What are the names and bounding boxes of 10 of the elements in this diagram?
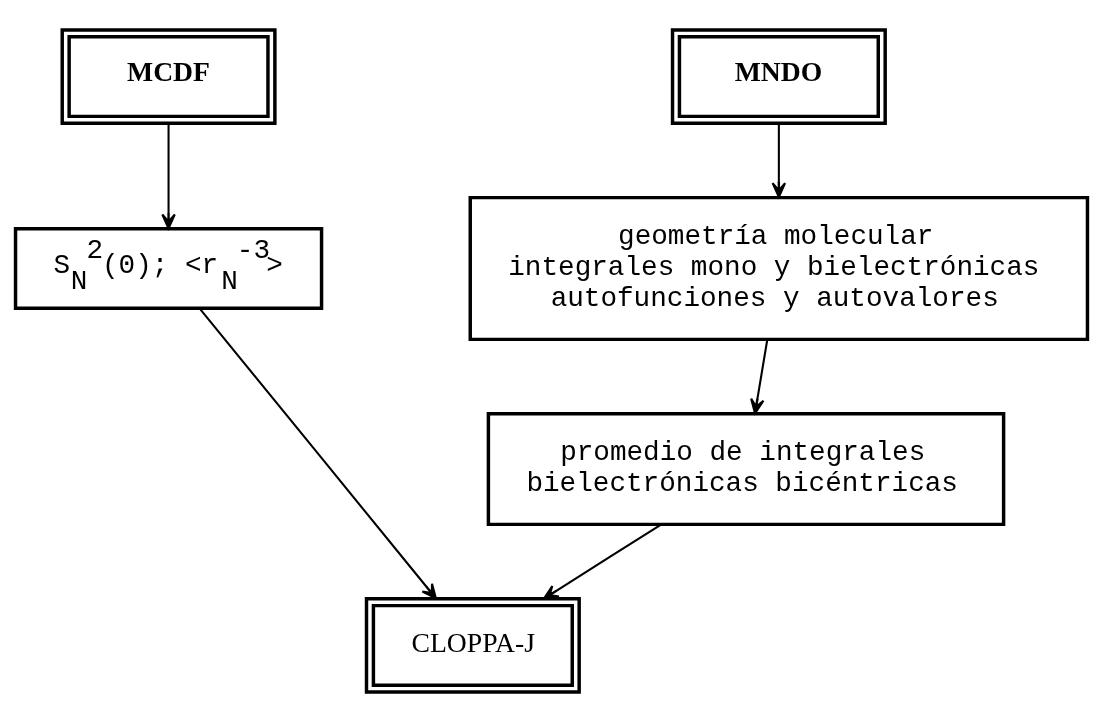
arrow <box>199 308 437 600</box>
arrow <box>542 523 662 600</box>
arrow <box>750 339 769 415</box>
node-box: MNDO <box>670 28 887 125</box>
node-box: MCDF <box>60 28 277 125</box>
node-box: geometría molecular integrales mono y bielectrónicas autofunciones y autovalores <box>468 195 1090 342</box>
node-box: promedio de integrales bielectrónicas bicéntricas <box>486 412 1006 527</box>
arrow <box>771 123 787 198</box>
node-box: CLOPPA-J <box>364 597 581 694</box>
arrow <box>161 123 176 230</box>
